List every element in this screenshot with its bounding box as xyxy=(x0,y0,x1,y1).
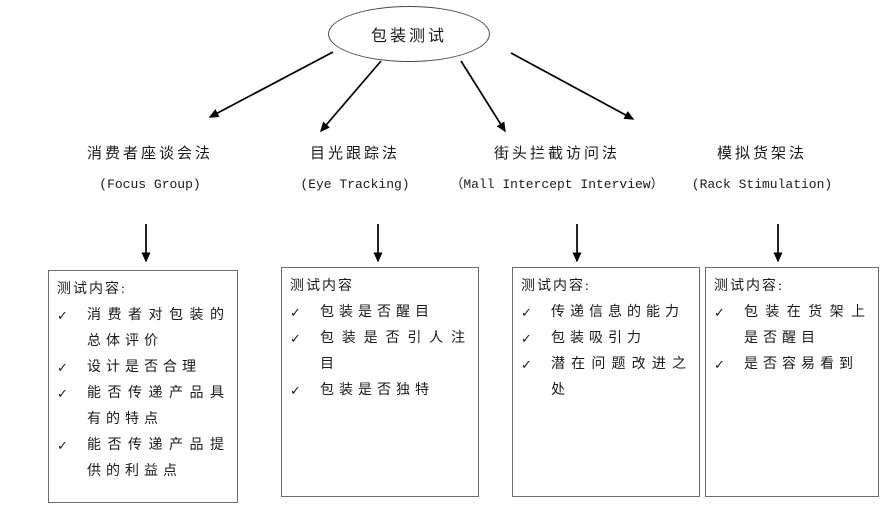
test-item-list: ✓ 消费者对包装的总体评价 ✓ 设计是否合理 ✓ 能否传递产品具有的特点 ✓ 能… xyxy=(57,303,229,485)
checkmark-icon: ✓ xyxy=(714,357,725,372)
method-name-en: (Eye Tracking) xyxy=(300,177,410,192)
test-content-box-eye-tracking: 测试内容 ✓ 包装是否醒目 ✓ 包装是否引人注目 ✓ 包装是否独特 xyxy=(281,267,479,497)
test-item-list: ✓ 包装是否醒目 ✓ 包装是否引人注目 ✓ 包装是否独特 xyxy=(290,300,470,404)
method-label-mall-intercept: 街头拦截访问法 （Mall Intercept Interview） xyxy=(427,138,687,200)
test-content-box-mall-intercept: 测试内容: ✓ 传递信息的能力 ✓ 包装吸引力 ✓ 潜在问题改进之处 xyxy=(512,267,700,497)
arrow-root-to-method-4 xyxy=(510,52,635,120)
method-name-en: (Rack Stimulation) xyxy=(691,177,833,192)
test-item-text: 消费者对包装的总体评价 xyxy=(87,308,229,349)
list-item: ✓ 是否容易看到 xyxy=(714,352,870,378)
checkmark-icon: ✓ xyxy=(57,360,68,375)
checkmark-icon: ✓ xyxy=(57,308,68,323)
arrow-root-to-method-2 xyxy=(320,60,382,133)
list-item: ✓ 消费者对包装的总体评价 xyxy=(57,303,229,355)
method-name-cn: 模拟货架法 xyxy=(716,146,807,162)
checkmark-icon: ✓ xyxy=(57,386,68,401)
method-name-cn: 消费者座谈会法 xyxy=(86,146,213,162)
checkmark-icon: ✓ xyxy=(290,331,301,346)
list-item: ✓ 包装是否引人注目 xyxy=(290,326,470,378)
test-item-text: 包装吸引力 xyxy=(551,331,646,346)
list-item: ✓ 能否传递产品具有的特点 xyxy=(57,381,229,433)
box-title: 测试内容: xyxy=(57,282,127,297)
method-label-rack-simulation: 模拟货架法 (Rack Stimulation) xyxy=(652,138,872,200)
list-item: ✓ 设计是否合理 xyxy=(57,355,229,381)
method-name-cn: 目光跟踪法 xyxy=(309,146,400,162)
test-item-list: ✓ 包装在货架上是否醒目 ✓ 是否容易看到 xyxy=(714,300,870,378)
test-item-text: 设计是否合理 xyxy=(87,360,201,375)
checkmark-icon: ✓ xyxy=(521,305,532,320)
test-item-text: 包装是否独特 xyxy=(320,383,434,398)
test-content-box-rack-simulation: 测试内容: ✓ 包装在货架上是否醒目 ✓ 是否容易看到 xyxy=(705,267,879,497)
box-title: 测试内容: xyxy=(714,279,784,294)
list-item: ✓ 包装在货架上是否醒目 xyxy=(714,300,870,352)
test-item-text: 包装是否引人注目 xyxy=(320,331,470,372)
test-item-text: 传递信息的能力 xyxy=(551,305,684,320)
checkmark-icon: ✓ xyxy=(714,305,725,320)
test-item-text: 包装在货架上是否醒目 xyxy=(744,305,870,346)
method-name-en: (Focus Group) xyxy=(99,177,201,192)
test-item-text: 潜在问题改进之处 xyxy=(551,357,691,398)
arrow-root-to-method-3 xyxy=(460,60,506,133)
list-item: ✓ 传递信息的能力 xyxy=(521,300,691,326)
test-item-text: 是否容易看到 xyxy=(744,357,858,372)
test-item-list: ✓ 传递信息的能力 ✓ 包装吸引力 ✓ 潜在问题改进之处 xyxy=(521,300,691,404)
checkmark-icon: ✓ xyxy=(290,383,301,398)
arrow-root-to-method-1 xyxy=(208,51,334,118)
box-title: 测试内容 xyxy=(290,279,354,294)
checkmark-icon: ✓ xyxy=(290,305,301,320)
list-item: ✓ 能否传递产品提供的利益点 xyxy=(57,433,229,485)
list-item: ✓ 包装是否独特 xyxy=(290,378,470,404)
list-item: ✓ 包装是否醒目 xyxy=(290,300,470,326)
root-node-label: 包装测试 xyxy=(370,28,447,45)
list-item: ✓ 潜在问题改进之处 xyxy=(521,352,691,404)
test-item-text: 能否传递产品提供的利益点 xyxy=(87,438,229,479)
test-item-text: 包装是否醒目 xyxy=(320,305,434,320)
method-label-focus-group: 消费者座谈会法 (Focus Group) xyxy=(40,138,260,200)
box-title: 测试内容: xyxy=(521,279,591,294)
list-item: ✓ 包装吸引力 xyxy=(521,326,691,352)
test-content-box-focus-group: 测试内容: ✓ 消费者对包装的总体评价 ✓ 设计是否合理 ✓ 能否传递产品具有的… xyxy=(48,270,238,503)
checkmark-icon: ✓ xyxy=(57,438,68,453)
checkmark-icon: ✓ xyxy=(521,357,532,372)
checkmark-icon: ✓ xyxy=(521,331,532,346)
test-item-text: 能否传递产品具有的特点 xyxy=(87,386,229,427)
root-node: 包装测试 xyxy=(328,6,490,62)
method-name-en: （Mall Intercept Interview） xyxy=(450,177,664,192)
method-name-cn: 街头拦截访问法 xyxy=(493,146,620,162)
method-label-eye-tracking: 目光跟踪法 (Eye Tracking) xyxy=(245,138,465,200)
